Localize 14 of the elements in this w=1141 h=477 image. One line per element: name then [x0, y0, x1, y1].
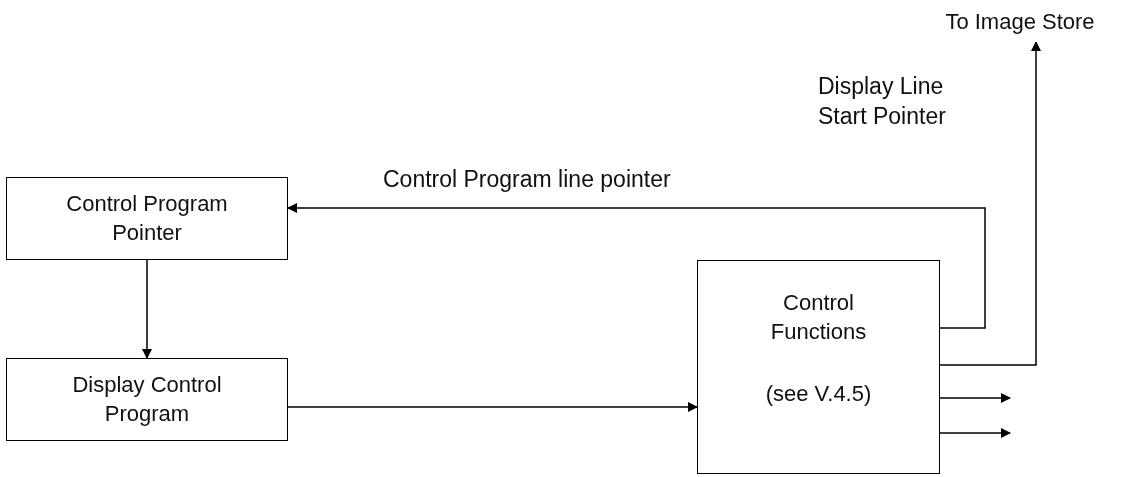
arrow: [142, 259, 152, 359]
node-text: Control Functions: [769, 289, 868, 346]
node-text: Control Program Pointer: [65, 189, 229, 247]
node-text: (see V.4.5): [765, 380, 872, 409]
node-text: Display Control Program: [71, 370, 223, 428]
process-box: [697, 260, 940, 474]
arrow: [939, 41, 1041, 366]
arrow: [939, 428, 1011, 438]
process-box: [6, 177, 288, 260]
process-box: [6, 358, 288, 441]
arrow: [287, 203, 986, 329]
arrow: [287, 402, 698, 412]
node-text: To Image Store: [945, 7, 1095, 36]
arrow: [939, 393, 1011, 403]
